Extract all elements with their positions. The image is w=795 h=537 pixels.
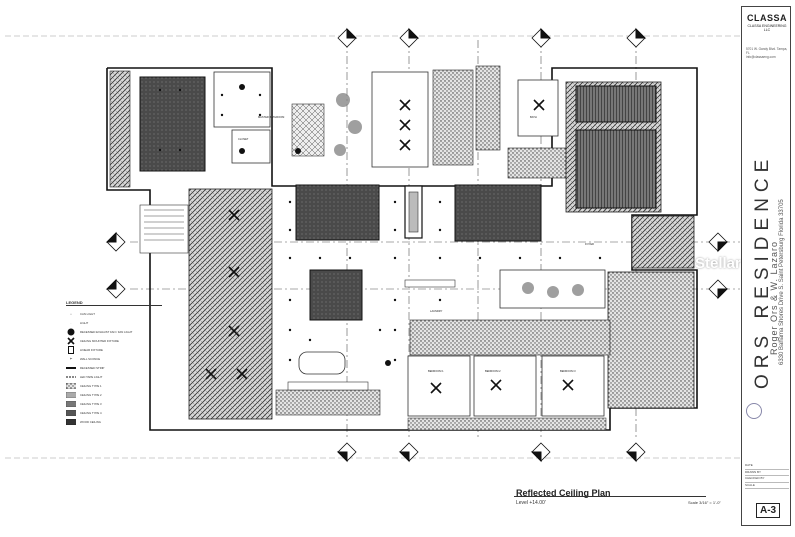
legend-item: •CAN LIGHT xyxy=(66,309,162,318)
ceiling-type-4-icon xyxy=(66,409,76,416)
room-label-master-bath: MASTER BATHROOM xyxy=(258,115,284,119)
legend-item: CEILING TYPE 4 xyxy=(66,408,162,417)
legend-item: LED TAPE LIGHT xyxy=(66,372,162,381)
wood-ceiling-icon xyxy=(66,418,76,425)
drawing-title: Reflected Ceiling Plan xyxy=(516,488,611,498)
led-tape-icon xyxy=(66,375,76,379)
room-label-foyer: FOYER xyxy=(585,242,594,246)
ceiling-type-1-icon xyxy=(66,382,76,389)
legend-item: CEILING TYPE 1 xyxy=(66,381,162,390)
section-marker-group xyxy=(105,27,729,463)
legend-panel: LEGEND •CAN LIGHT ·LIGHT RECESSED EXHAUS… xyxy=(66,300,162,426)
seal-icon xyxy=(746,403,762,419)
legend-item: CEILING MOUNTED FIXTURE xyxy=(66,336,162,345)
room-label-closet: CLOSET xyxy=(238,137,249,141)
legend-item: RECESSED EXHAUST FAN / FAN LIGHT xyxy=(66,327,162,336)
dot-small-icon: · xyxy=(70,320,72,325)
recessed-strip-icon xyxy=(66,366,76,370)
legend-item: ⊢WALL SCONCE xyxy=(66,354,162,363)
project-address: 6330 Bahama Shores Drive S. Saint Peters… xyxy=(779,199,785,365)
firm-email: info@classaeng.com xyxy=(746,55,776,60)
info-row: DRAWN BY xyxy=(745,470,789,476)
ceiling-type-3-icon xyxy=(66,400,76,407)
info-row: SCALE xyxy=(745,483,789,489)
project-title: ORS RESIDENCE xyxy=(752,153,773,389)
room-label-bed-3: BEDROOM 3 xyxy=(560,369,576,373)
room-label-bed-1: BEDROOM 1 xyxy=(428,369,444,373)
firm-name: CLASSA ENGINEERING LLC xyxy=(747,24,787,32)
wall-sconce-icon: ⊢ xyxy=(69,356,73,361)
legend-item: ·LIGHT xyxy=(66,318,162,327)
ceiling-type-2-icon xyxy=(66,391,76,398)
rect-fixture-icon xyxy=(66,345,76,354)
x-fixture-icon xyxy=(66,336,76,345)
legend-heading: LEGEND xyxy=(66,300,162,306)
legend-item: CEILING TYPE 2 xyxy=(66,390,162,399)
watermark: Stellar xyxy=(695,255,741,272)
drawing-level: Level +14.00' xyxy=(516,500,546,506)
engineer-stamp xyxy=(746,403,786,421)
legend-item: WOOD CEILING xyxy=(66,417,162,426)
title-underline xyxy=(514,496,706,497)
legend-item: CEILING TYPE 3 xyxy=(66,399,162,408)
legend-item: LINEAR FIXTURE xyxy=(66,345,162,354)
dot-light-icon: • xyxy=(70,311,72,316)
room-label-bed-2: BEDROOM 2 xyxy=(485,369,501,373)
fan-icon xyxy=(66,328,76,336)
info-row: CHECKED BY xyxy=(745,476,789,483)
room-label-laundry: LAUNDRY xyxy=(430,309,443,313)
info-row: DATE xyxy=(745,463,789,470)
firm-address: 5701 W. Gandy Blvd. Tampa, FL xyxy=(746,47,788,56)
legend-item: RECESSED STRIP xyxy=(66,363,162,372)
room-label-guest-bath: BATH xyxy=(530,115,537,119)
sheet-info: DATE DRAWN BY CHECKED BY SCALE xyxy=(745,463,789,489)
firm-address-block: 5701 W. Gandy Blvd. Tampa, FL info@class… xyxy=(746,47,788,60)
sheet-number: A-3 xyxy=(756,503,781,518)
drawing-scale: Scale 3/16" = 1'-0" xyxy=(688,500,721,505)
